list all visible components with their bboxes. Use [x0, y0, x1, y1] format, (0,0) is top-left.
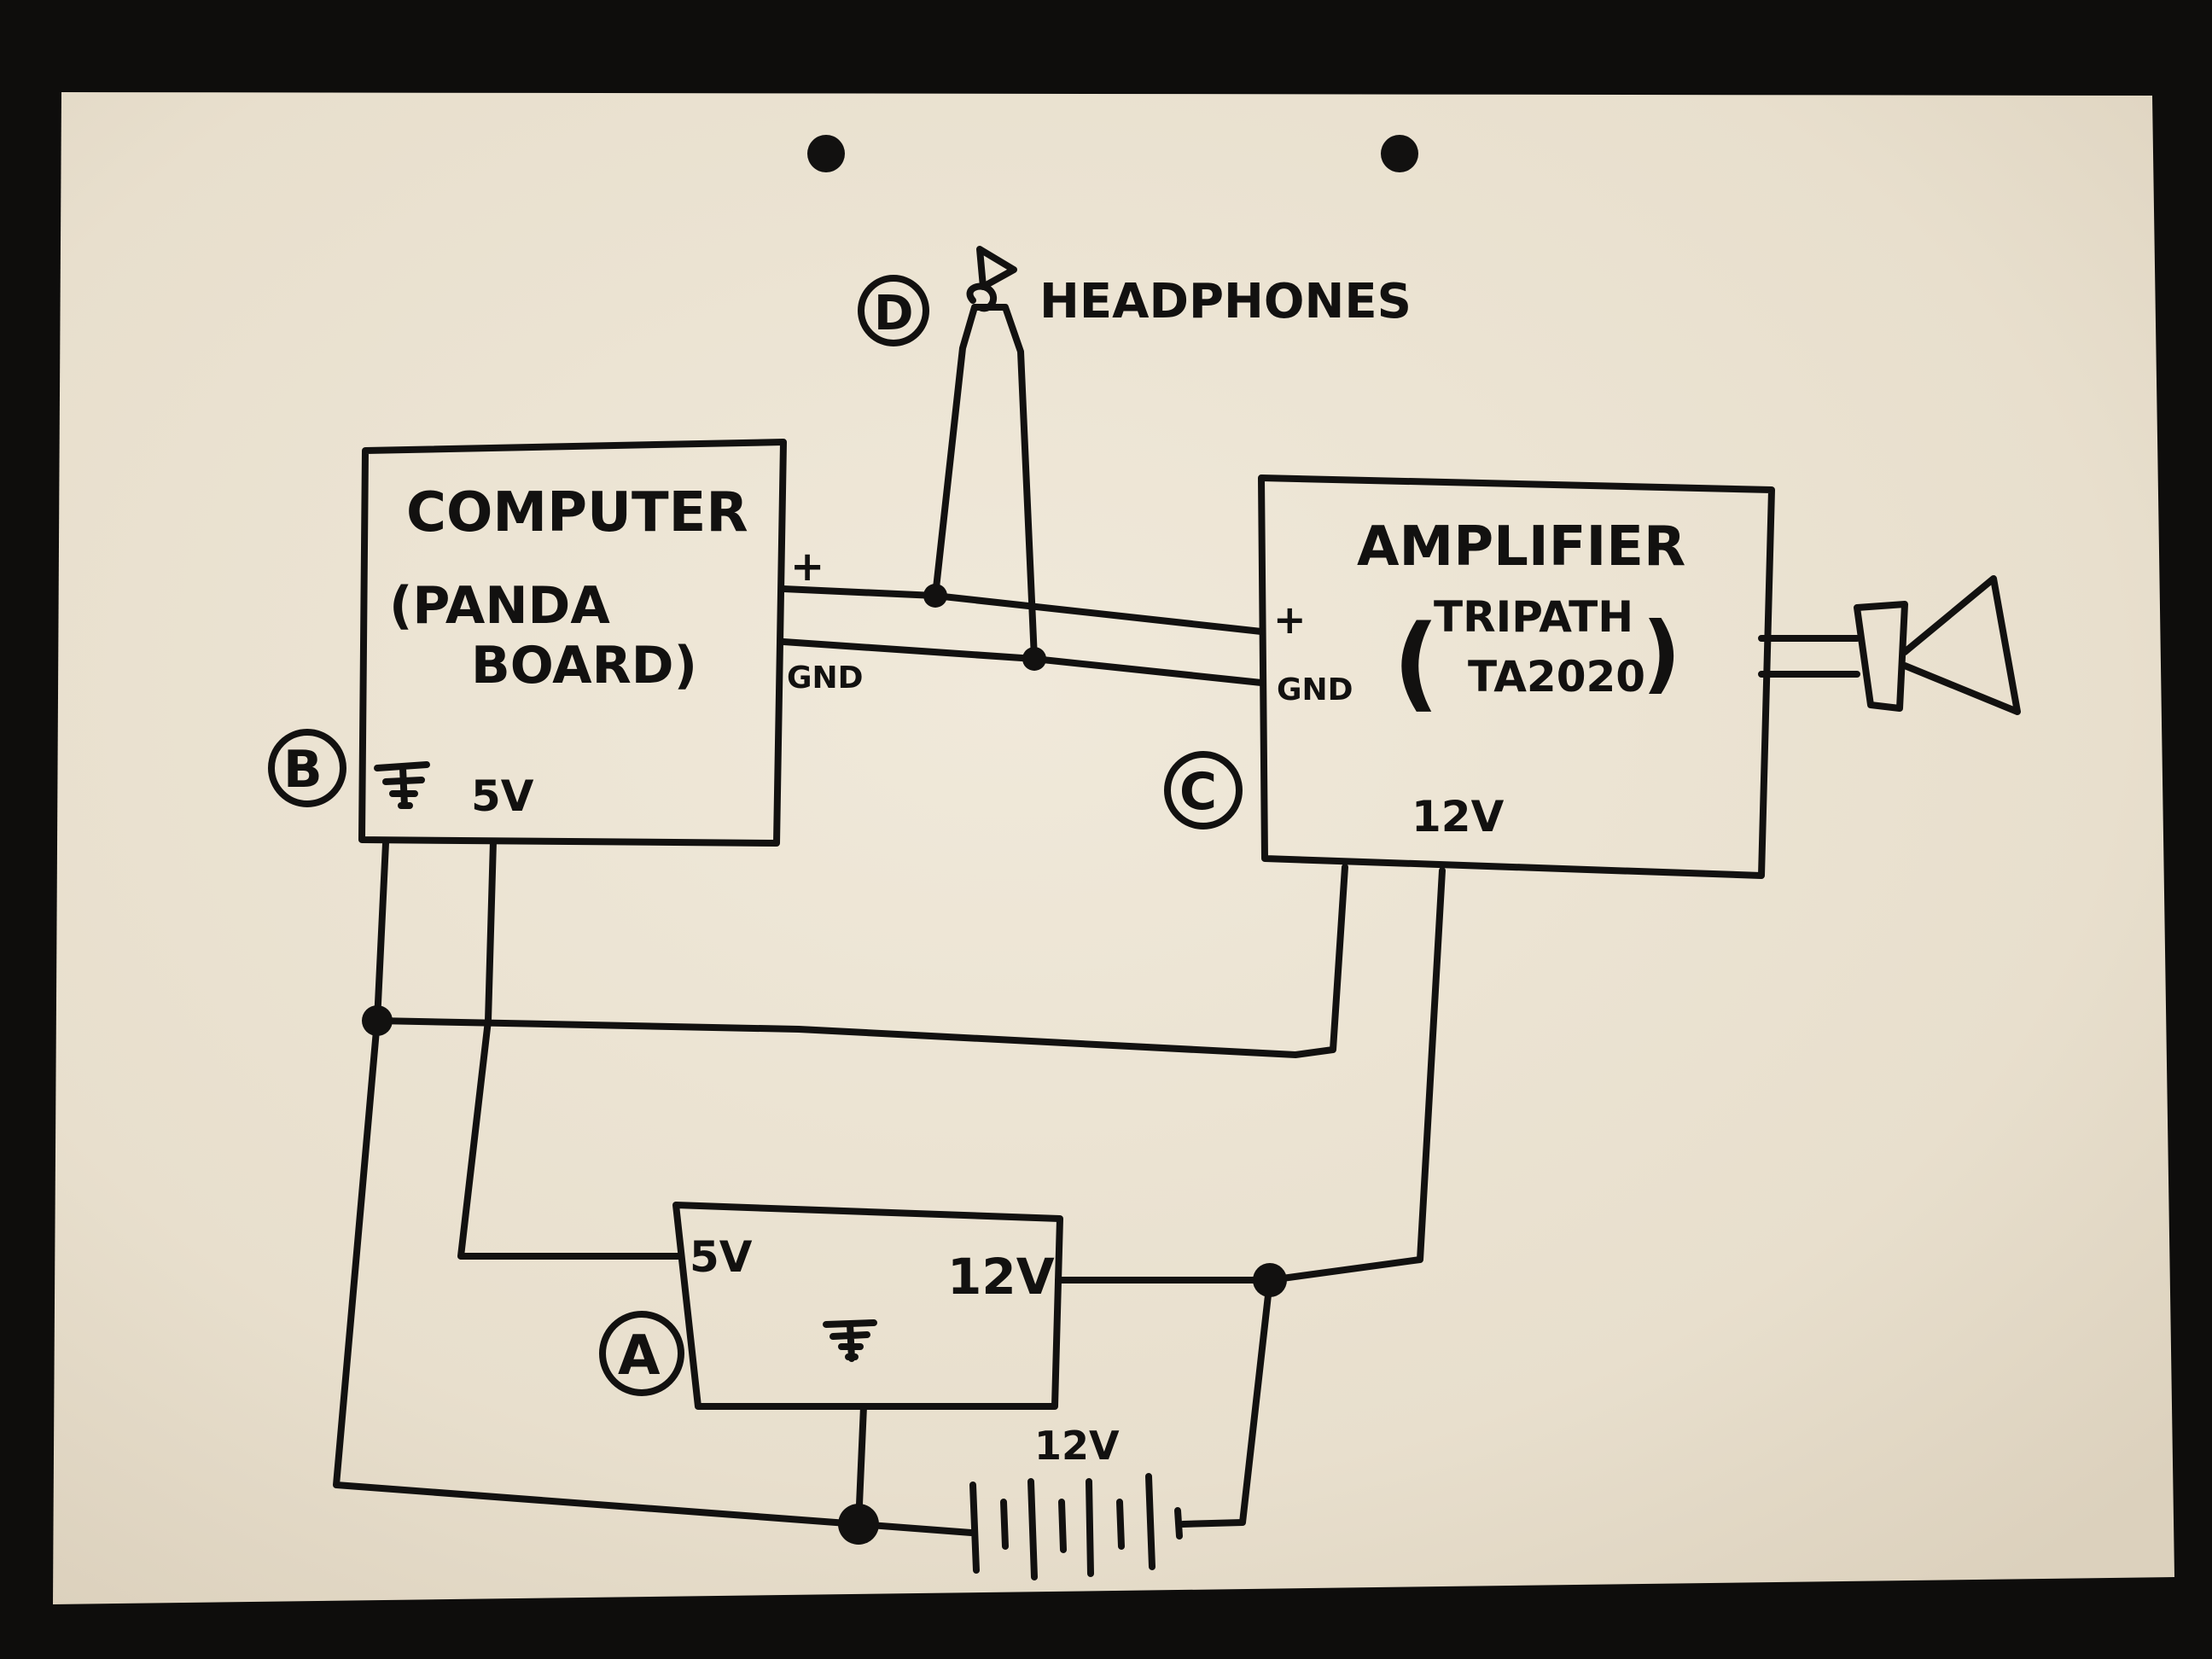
- battery-label: 12V: [1034, 1423, 1120, 1469]
- punch-hole: [1381, 135, 1418, 172]
- junction-dot: [1022, 647, 1046, 671]
- amplifier-plus-label: +: [1273, 597, 1307, 643]
- marker-d: D: [874, 286, 913, 341]
- marker-b: B: [283, 740, 323, 800]
- regulator-5v-label: 5V: [690, 1232, 753, 1282]
- amplifier-paren-close: ): [1642, 603, 1681, 703]
- amplifier-gnd-label: GND: [1277, 672, 1353, 707]
- five-volt-wire: [457, 838, 683, 1260]
- junction-dot: [923, 584, 947, 608]
- marker-circle-a: [599, 1311, 684, 1396]
- amplifier-title: AMPLIFIER: [1357, 515, 1685, 579]
- regulator-box: [672, 1202, 1063, 1410]
- marker-circle-b: [268, 729, 346, 807]
- regulator-ground-icon: [823, 1319, 877, 1362]
- headphone-jack-head: [966, 246, 1017, 312]
- junction-dot: [1253, 1263, 1287, 1297]
- junction-dot: [838, 1504, 879, 1545]
- computer-title: COMPUTER: [406, 481, 748, 544]
- amplifier-12v-label: 12V: [1412, 792, 1505, 841]
- speaker-wire: [1758, 635, 1860, 678]
- computer-ground-wire: [333, 840, 862, 1528]
- computer-ground-icon: [374, 761, 430, 809]
- amplifier-paren-open: (: [1393, 604, 1440, 723]
- computer-plus-label: +: [790, 543, 824, 591]
- computer-subtitle-2: BOARD): [471, 636, 697, 696]
- speaker-icon: [1854, 575, 2021, 715]
- amplifier-model-line2: TA2020: [1468, 652, 1645, 701]
- ground-bus-wire: [374, 864, 1348, 1058]
- battery-positive-wire: [1179, 1277, 1273, 1528]
- amplifier-model-line1: TRIPATH: [1434, 592, 1633, 642]
- battery-symbol: [969, 1473, 1183, 1580]
- headphones-label: HEADPHONES: [1039, 274, 1412, 329]
- computer-5v-label: 5V: [471, 771, 534, 821]
- marker-a: A: [618, 1324, 661, 1388]
- marker-c: C: [1179, 762, 1217, 822]
- marker-circle-d: [858, 275, 929, 346]
- computer-subtitle: (PANDA: [389, 576, 610, 636]
- marker-circle-c: [1164, 751, 1243, 830]
- junction-dot: [362, 1005, 393, 1036]
- paper-sheet: [53, 92, 2174, 1604]
- twelve-volt-amp-wire: [1055, 867, 1446, 1284]
- amplifier-box: [1258, 474, 1775, 879]
- computer-box: [358, 439, 787, 847]
- regulator-12v-label: 12V: [947, 1248, 1055, 1306]
- punch-hole: [807, 135, 845, 172]
- computer-gnd-label: GND: [787, 661, 864, 696]
